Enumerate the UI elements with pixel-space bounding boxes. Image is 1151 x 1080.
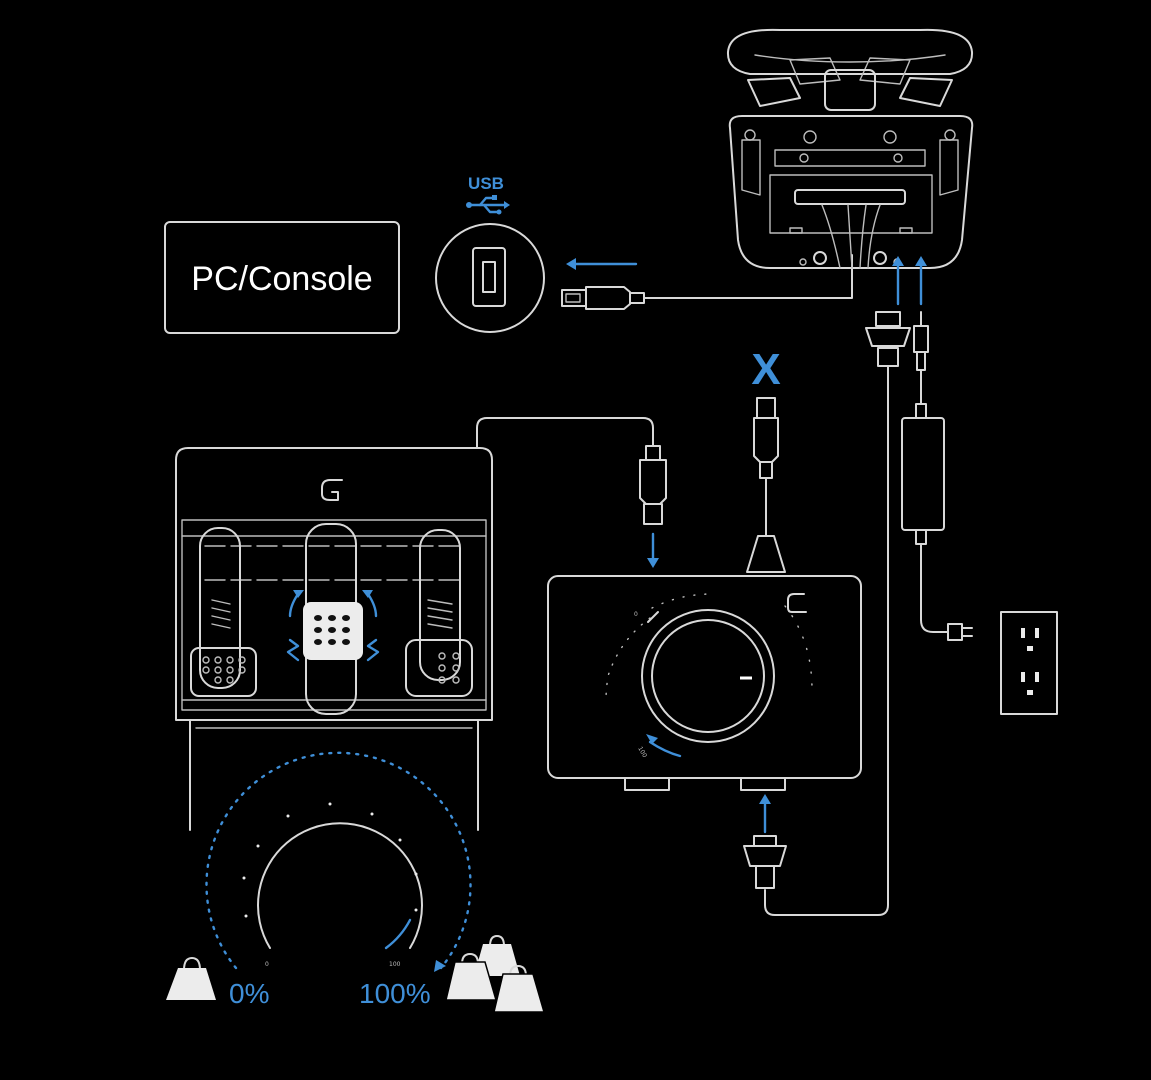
usb-port-icon [472, 247, 506, 307]
usb-label: USB [468, 174, 504, 193]
db9-connector-hub [743, 835, 787, 889]
pc-console-label: PC/Console [191, 260, 372, 298]
dial-min-label: 0 [265, 961, 269, 968]
dial-max-label: 100 [389, 961, 401, 968]
wall-outlet-icon [1000, 611, 1058, 715]
unused-usb-plug [746, 397, 786, 573]
not-used-mark: X [751, 345, 780, 394]
usb-cable-wheel [561, 254, 853, 310]
load-cell-hub: 0 100 [547, 575, 862, 791]
hub-dial-min-label: 0 [634, 611, 638, 618]
pc-console-box: PC/Console [164, 221, 400, 334]
db9-connector-wheel [764, 311, 911, 916]
logitech-g-logo-icon [787, 593, 807, 613]
pedal-usb-cable [476, 417, 667, 568]
arrow-to-usb-port [566, 258, 638, 270]
arrows-into-wheel [892, 256, 927, 306]
sensitivity-dial: 0 100 [205, 751, 472, 972]
pedal-set [175, 447, 493, 831]
kettlebell-weights-stack-icon [445, 935, 545, 1013]
usb-port-callout: USB [435, 174, 545, 333]
usb-trident-icon [466, 195, 510, 215]
kettlebell-weight-icon [166, 957, 216, 1000]
max-percent-label: 100% [359, 978, 431, 1009]
min-percent-label: 0% [229, 978, 269, 1009]
hub-dial-max-label: 100 [636, 746, 648, 760]
steering-wheel-base [726, 28, 974, 269]
arrow-into-hub [759, 794, 771, 834]
power-adapter [901, 311, 973, 641]
pedal-logo-icon [321, 479, 343, 501]
